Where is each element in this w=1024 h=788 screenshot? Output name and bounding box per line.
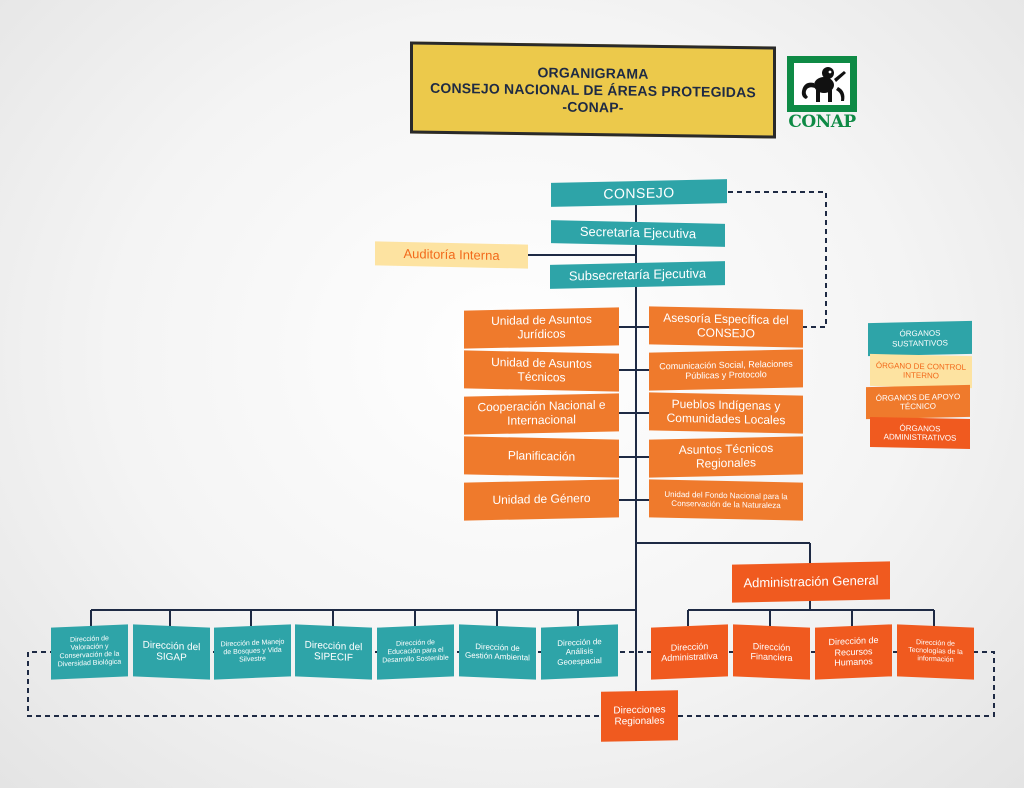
direccion-sigap: Dirección del SIGAP	[133, 624, 210, 680]
direcciones-regionales-box: Direcciones Regionales	[601, 690, 678, 742]
unit-asesoria-consejo: Asesoría Específica del CONSEJO	[649, 306, 803, 348]
legend-organo-control-interno: ÓRGANO DE CONTROL INTERNO	[870, 353, 972, 389]
legend-organos-administrativos: ÓRGANOS ADMINISTRATIVOS	[870, 416, 970, 450]
unit-asuntos-juridicos: Unidad de Asuntos Jurídicos	[464, 307, 619, 349]
direccion-gestion-ambiental: Dirección de Gestión Ambiental	[459, 624, 536, 680]
logo-text: CONAP	[788, 112, 856, 132]
direccion-diversidad-biologica: Dirección de Valoración y Conservación d…	[51, 624, 128, 680]
direccion-tecnologias-informacion: Dirección de Tecnologías de la informaci…	[897, 624, 974, 680]
direccion-educacion: Dirección de Educación para el Desarroll…	[377, 624, 454, 680]
unit-planificacion: Planificación	[464, 436, 619, 478]
unit-cooperacion: Cooperación Nacional e Internacional	[464, 393, 619, 435]
consejo-asesoria-dashed-line	[728, 191, 827, 328]
conap-logo: CONAP	[787, 56, 857, 132]
howler-monkey-icon	[801, 67, 846, 102]
regionales-left-dashed-line	[27, 651, 602, 717]
legend-organos-sustantivos: ÓRGANOS SUSTANTIVOS	[868, 320, 972, 357]
unit-asuntos-tecnicos: Unidad de Asuntos Técnicos	[464, 350, 619, 392]
unit-pueblos-indigenas: Pueblos Indígenas y Comunidades Locales	[649, 392, 803, 434]
direccion-bosques-vida-silvestre: Dirección de Manejo de Bosques y Vida Si…	[214, 624, 291, 680]
subsecretaria-ejecutiva-box: Subsecretaría Ejecutiva	[550, 261, 725, 289]
direccion-financiera: Dirección Financiera	[733, 624, 810, 680]
unit-fondo-nacional: Unidad del Fondo Nacional para la Conser…	[649, 479, 803, 521]
consejo-box: CONSEJO	[551, 179, 727, 207]
administracion-general-box: Administración General	[732, 561, 890, 603]
logo-frame	[787, 56, 857, 112]
direccion-analisis-geoespacial: Dirección de Análisis Geoespacial	[541, 624, 618, 680]
title-line-1: ORGANIGRAMA	[537, 63, 649, 82]
unit-asuntos-tecnicos-regionales: Asuntos Técnicos Regionales	[649, 436, 803, 478]
unit-genero: Unidad de Género	[464, 479, 619, 521]
unit-comunicacion-social: Comunicación Social, Relaciones Públicas…	[649, 349, 803, 391]
direccion-sipecif: Dirección del SIPECIF	[295, 624, 372, 680]
direccion-recursos-humanos: Dirección de Recursos Humanos	[815, 624, 892, 680]
direccion-administrativa: Dirección Administrativa	[651, 624, 728, 680]
legend-organos-apoyo-tecnico: ÓRGANOS DE APOYO TÉCNICO	[866, 384, 970, 420]
secretaria-ejecutiva-box: Secretaría Ejecutiva	[551, 220, 725, 247]
title-line-3: -CONAP-	[562, 98, 624, 115]
regionales-right-dashed-line	[678, 651, 995, 717]
auditoria-interna-box: Auditoría Interna	[375, 241, 528, 269]
chart-title-box: ORGANIGRAMA CONSEJO NACIONAL DE ÁREAS PR…	[410, 41, 776, 139]
